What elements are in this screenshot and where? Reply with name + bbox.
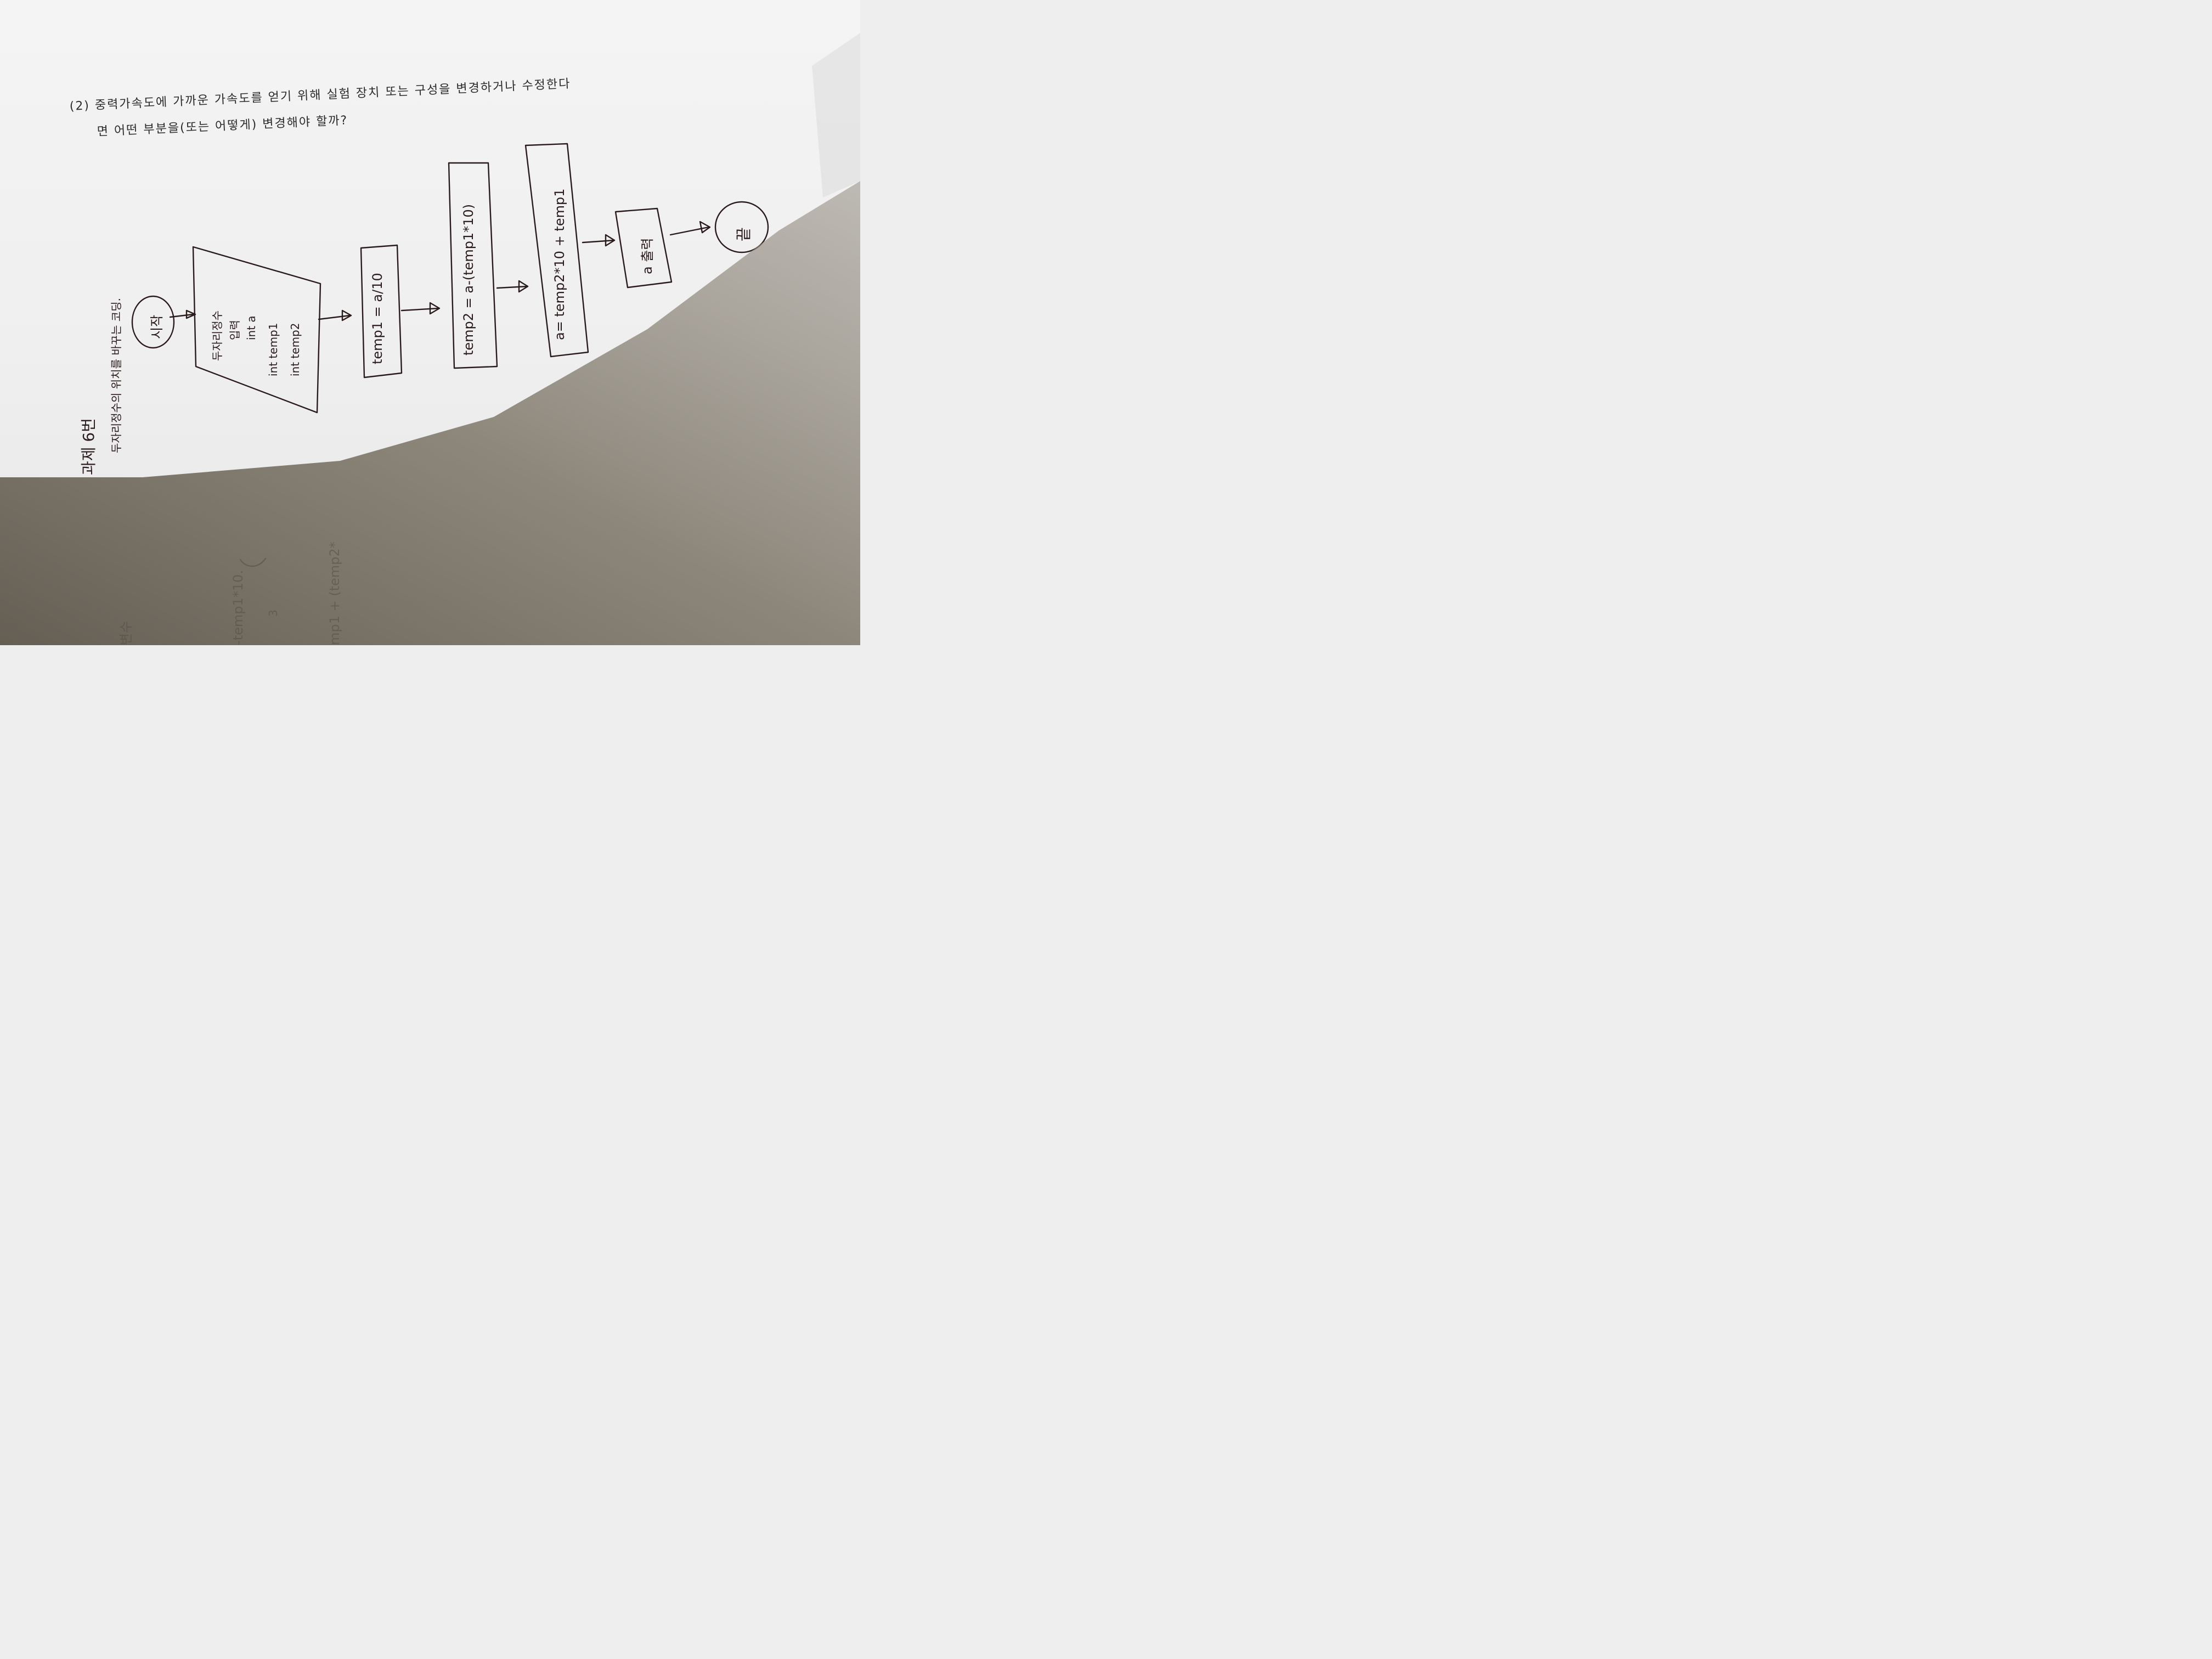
arrow-step3-to-output — [582, 239, 616, 244]
step3-label: a= temp2*10 + temp1 — [552, 188, 567, 340]
output-label: a 출력 — [640, 238, 655, 275]
step2-label: temp2 = a-(temp1*10) — [461, 204, 476, 356]
input-line-5: int temp2 — [289, 323, 302, 376]
bottom-note-2: mp1 + (temp2* — [327, 541, 342, 645]
bottom-note-3: 변수 — [119, 620, 134, 645]
arrow-output-to-end — [669, 226, 710, 236]
step1-label: temp1 = a/10 — [370, 273, 385, 364]
arrow-step1-to-step2 — [400, 307, 440, 312]
margin-note-description: 두자리정수의 위치를 바꾸는 코딩. — [110, 297, 123, 453]
end-label: 끝 — [735, 227, 753, 241]
input-line-4: int temp1 — [267, 323, 280, 376]
input-line-3: int a — [245, 315, 258, 340]
flowchart-lines — [131, 143, 769, 567]
margin-note-title: 과제 6번 — [80, 418, 98, 475]
input-line-2: 입력 — [228, 320, 241, 340]
start-label: 시작 — [149, 314, 165, 339]
input-line-1: 두자리정수 — [211, 311, 224, 361]
underline-scribble — [239, 557, 267, 567]
arrow-step2-to-step3 — [496, 285, 529, 289]
bottom-note-1: -temp1*10. — [230, 570, 246, 645]
bottom-note-1-sub: 3 — [267, 610, 280, 617]
